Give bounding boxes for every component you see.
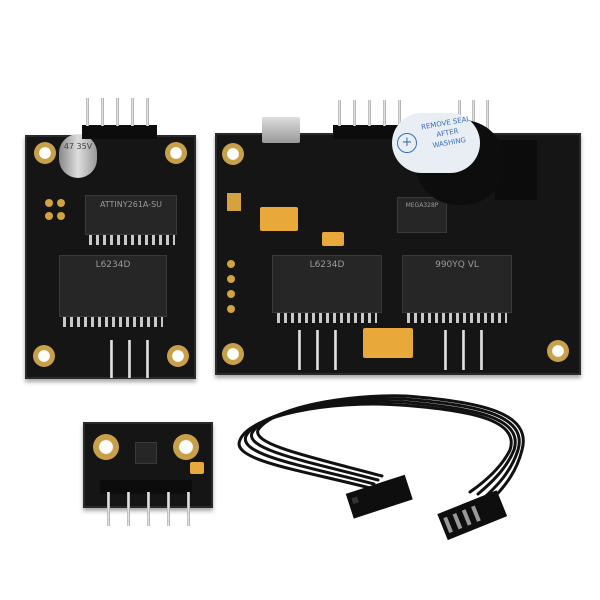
pad: [227, 290, 235, 298]
pin-header: [100, 480, 192, 494]
chip-pins: [277, 313, 377, 323]
header-pin: [131, 98, 134, 126]
plus-icon: +: [397, 133, 417, 153]
header-pin: [298, 330, 301, 370]
header-pin: [398, 100, 401, 126]
header-pin: [480, 330, 483, 370]
header-pin: [146, 340, 149, 378]
chip-pins: [407, 313, 507, 323]
header-pin: [107, 492, 110, 526]
pad: [227, 305, 235, 313]
mount-hole: [173, 434, 199, 460]
pad: [227, 275, 235, 283]
pad: [45, 212, 53, 220]
mcu-chip: MEGA328P: [397, 197, 447, 233]
header-pin: [472, 100, 475, 130]
chip-pins: [89, 235, 175, 245]
mount-hole: [93, 434, 119, 460]
dupont-connector: [437, 490, 508, 541]
header-pin: [338, 100, 341, 126]
tantalum-capacitor: [322, 232, 344, 246]
header-pin: [128, 340, 131, 378]
header-pin: [101, 98, 104, 126]
gold-pad: [227, 193, 241, 211]
header-pin: [147, 492, 150, 526]
cable-wire: [250, 397, 521, 498]
header-pin: [110, 340, 113, 378]
electrolytic-capacitor: 47 35V: [59, 134, 97, 178]
pad: [227, 260, 235, 268]
mount-hole: [547, 340, 569, 362]
mcu-chip: ATTINY261A-SU: [85, 195, 177, 235]
mount-hole: [33, 345, 55, 367]
pin-header: [333, 125, 408, 139]
cable-wire: [237, 402, 513, 494]
header-pin: [167, 492, 170, 526]
motor-driver-chip: L6234D: [59, 255, 167, 317]
mini-usb-port: [262, 117, 300, 143]
sensor-chip: [135, 442, 157, 464]
header-pin: [486, 100, 489, 130]
pin-header: [82, 125, 157, 139]
header-pin: [187, 492, 190, 526]
mount-hole: [222, 343, 244, 365]
chip-pins: [63, 317, 163, 327]
header-pin: [462, 330, 465, 370]
pad: [57, 199, 65, 207]
pad: [45, 199, 53, 207]
header-pin: [146, 98, 149, 126]
tantalum-capacitor: [190, 462, 204, 474]
motor-driver-chip: 990YQ VL: [402, 255, 512, 313]
mount-hole: [167, 345, 189, 367]
motor-driver-chip: L6234D: [272, 255, 382, 313]
header-pin: [368, 100, 371, 126]
header-pin: [334, 330, 337, 370]
cable-wire: [256, 394, 525, 500]
mount-hole: [165, 142, 187, 164]
cable-wire: [243, 399, 517, 496]
pad: [57, 212, 65, 220]
header-pin: [316, 330, 319, 370]
mount-hole: [222, 143, 244, 165]
header-pin: [444, 330, 447, 370]
mount-hole: [34, 142, 56, 164]
header-pin: [353, 100, 356, 126]
tantalum-capacitor: [260, 207, 298, 231]
header-pin: [86, 98, 89, 126]
left-controller-board: 47 35V ATTINY261A-SU L6234D: [25, 134, 196, 379]
header-pin: [116, 98, 119, 126]
dupont-connector: [345, 474, 413, 519]
header-pin: [383, 100, 386, 126]
header-pin: [127, 492, 130, 526]
tantalum-capacitor: [363, 328, 413, 358]
